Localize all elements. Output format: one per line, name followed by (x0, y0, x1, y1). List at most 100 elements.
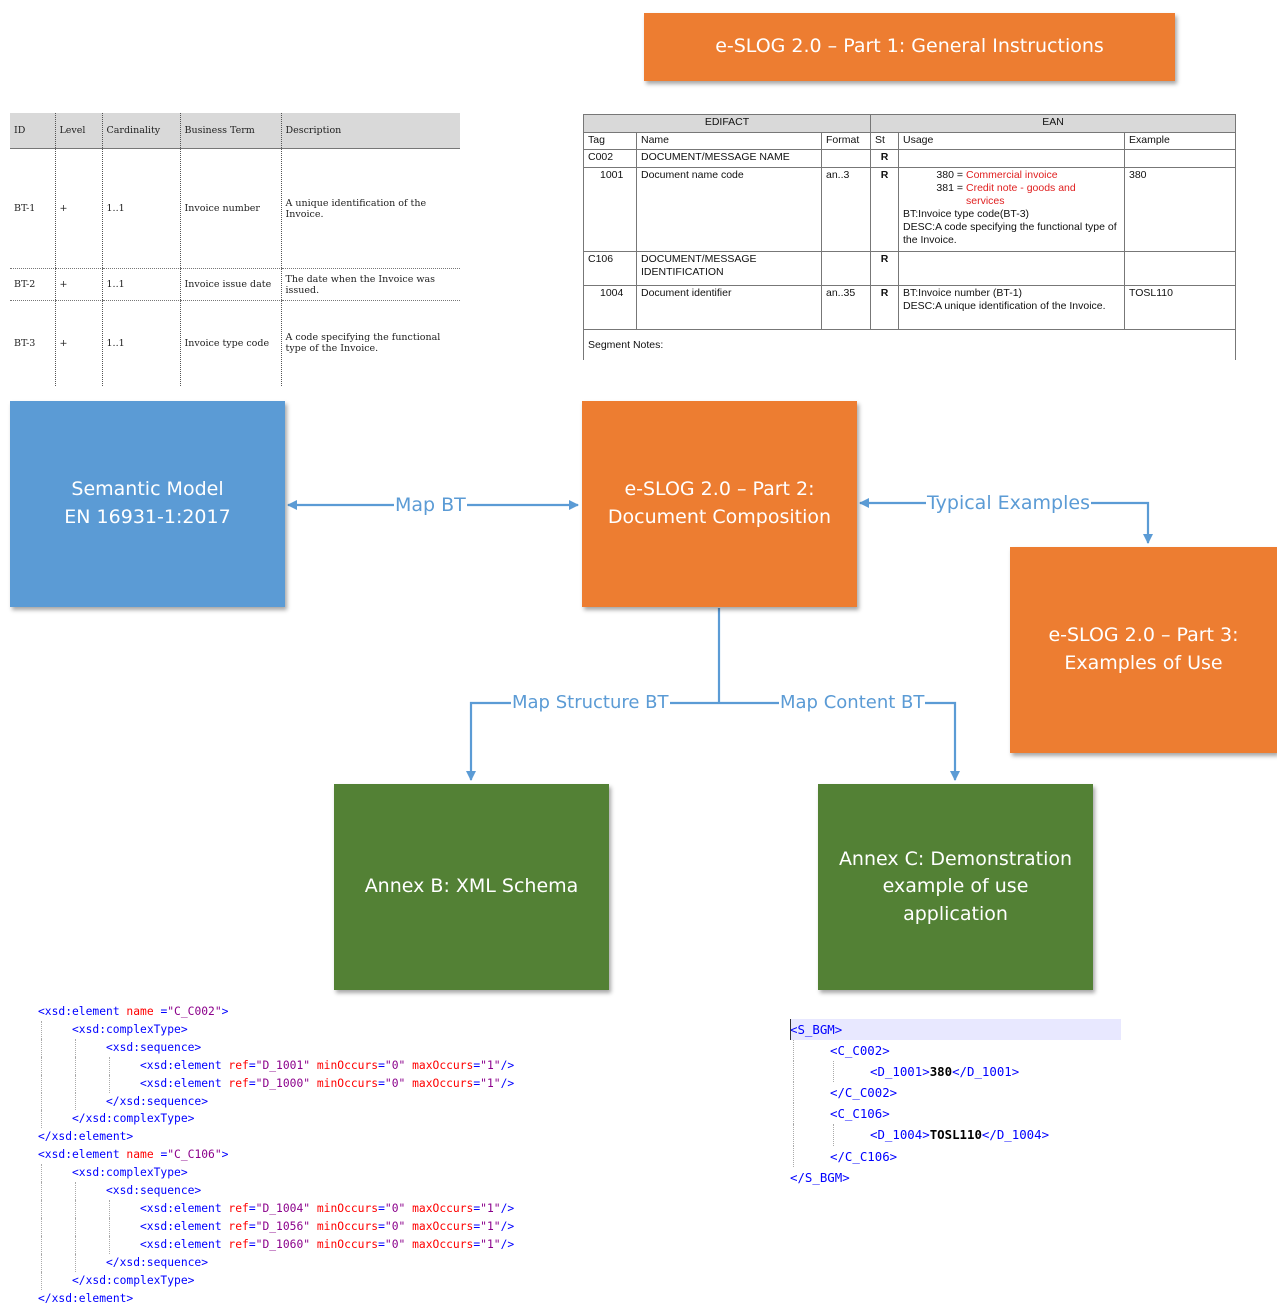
code-token: ref (228, 1077, 248, 1090)
code-line: <xsd:element ref="D_1056" minOccurs="0" … (38, 1218, 638, 1236)
code-token: /> (501, 1059, 515, 1072)
code-token: /> (501, 1220, 515, 1233)
code-token: > (222, 1148, 229, 1161)
table-cell: Invoice issue date (180, 269, 281, 301)
code-token: "D_1060" (256, 1238, 310, 1251)
code-line: </C_C002> (790, 1082, 1121, 1103)
table-row: 1001 Document name code an..3 R 380 = Co… (584, 168, 1236, 252)
code-token: </C_C002> (830, 1085, 897, 1100)
indent-guide (41, 1272, 42, 1290)
code-line: </xsd:sequence> (38, 1093, 638, 1111)
indent-guide (75, 1218, 76, 1236)
indent-guide (109, 1200, 110, 1218)
xsd-code-block: <xsd:element name ="C_C002"><xsd:complex… (38, 1003, 638, 1307)
usage-cell: BT:Invoice number (BT-1) DESC:A unique i… (899, 286, 1125, 330)
code-token: minOccurs (317, 1059, 378, 1072)
code-token: /> (501, 1238, 515, 1251)
usage-desc: DESC:A code specifying the functional ty… (903, 221, 1120, 247)
table-cell: The date when the Invoice was issued. (281, 269, 460, 301)
table-cell: BT-1 (10, 149, 55, 269)
indent-guide (41, 1164, 42, 1182)
table-cell: 1..1 (102, 149, 180, 269)
xml-code-block: <S_BGM><C_C002><D_1001>380</D_1001></C_C… (790, 1019, 1121, 1188)
code-token: 380 (930, 1064, 952, 1079)
code-line: </xsd:complexType> (38, 1272, 638, 1290)
semantic-model-label: Semantic Model EN 16931-1:2017 (64, 476, 230, 531)
code-line: <D_1004>TOSL110</D_1004> (790, 1124, 1121, 1145)
table-row: BT-3 + 1..1 Invoice type code A code spe… (10, 301, 460, 386)
usage-cell (899, 252, 1125, 286)
code-token (310, 1077, 317, 1090)
indent-guide (75, 1039, 76, 1057)
table-header-row: Tag Name Format St Usage Example (584, 133, 1236, 150)
code-token: = (249, 1238, 256, 1251)
code-token: </xsd:complexType> (72, 1274, 194, 1287)
code-value: 381 = (903, 182, 966, 208)
code-token: /> (501, 1202, 515, 1215)
code-token: <xsd:element (140, 1077, 228, 1090)
code-token: <C_C106> (830, 1106, 890, 1121)
indent-guide (793, 1082, 794, 1103)
code-line: <D_1001>380</D_1001> (790, 1061, 1121, 1082)
code-token: "0" (385, 1059, 405, 1072)
code-token: <xsd:element (140, 1220, 228, 1233)
group-header-row: EDIFACT EAN (584, 115, 1236, 133)
column-header: Business Term (180, 113, 281, 149)
example-cell (1125, 150, 1236, 168)
code-line: <xsd:sequence> (38, 1039, 638, 1057)
status-cell: R (871, 252, 899, 286)
code-token: </C_C106> (830, 1149, 897, 1164)
code-token: <D_1004> (870, 1127, 930, 1142)
document-composition-box: e-SLOG 2.0 – Part 2: Document Compositio… (582, 401, 857, 607)
indent-guide (75, 1254, 76, 1272)
indent-guide (41, 1236, 42, 1254)
tag-cell: C002 (584, 150, 637, 168)
code-token: = (154, 1005, 168, 1018)
code-token: TOSL110 (930, 1127, 982, 1142)
table-row: BT-2 + 1..1 Invoice issue date The date … (10, 269, 460, 301)
code-token: ref (228, 1238, 248, 1251)
edifact-table: EDIFACT EAN Tag Name Format St Usage Exa… (583, 114, 1236, 360)
indent-guide (793, 1146, 794, 1167)
indent-guide (75, 1236, 76, 1254)
code-description: Commercial invoice (966, 169, 1058, 182)
code-token: name (126, 1005, 153, 1018)
table-cell: BT-2 (10, 269, 55, 301)
column-header: Format (822, 133, 871, 150)
code-token: <xsd:element (140, 1059, 228, 1072)
indent-guide (41, 1110, 42, 1128)
map-bt-label: Map BT (394, 494, 467, 516)
tag-cell: 1004 (584, 286, 637, 330)
code-token: = (249, 1059, 256, 1072)
typical-examples-label: Typical Examples (926, 492, 1091, 514)
code-entry: 380 = Commercial invoice (903, 169, 1120, 182)
code-token: maxOccurs (412, 1059, 473, 1072)
code-token: ref (228, 1059, 248, 1072)
code-token: = (378, 1077, 385, 1090)
code-token (310, 1059, 317, 1072)
usage-bt: BT:Invoice type code(BT-3) (903, 208, 1120, 221)
code-token: maxOccurs (412, 1220, 473, 1233)
general-instructions-box: e-SLOG 2.0 – Part 1: General Instruction… (644, 13, 1175, 81)
code-token: = (249, 1202, 256, 1215)
code-token: > (222, 1005, 229, 1018)
indent-guide (793, 1040, 794, 1061)
code-token: "0" (385, 1220, 405, 1233)
code-token: "D_1001" (256, 1059, 310, 1072)
map-content-arrow (719, 703, 955, 780)
code-line: <S_BGM> (790, 1019, 1121, 1040)
column-header: Example (1125, 133, 1236, 150)
indent-guide (41, 1093, 42, 1111)
column-header: St (871, 133, 899, 150)
code-line: </xsd:complexType> (38, 1110, 638, 1128)
code-entry: 381 = Credit note - goods and services (903, 182, 1120, 208)
code-line: <xsd:sequence> (38, 1182, 638, 1200)
indent-guide (75, 1200, 76, 1218)
code-token: <xsd:element (38, 1148, 126, 1161)
indent-guide (793, 1103, 794, 1124)
name-cell: Document name code (637, 168, 822, 252)
demonstration-box: Annex C: Demonstration example of use ap… (818, 784, 1093, 990)
column-header: ID (10, 113, 55, 149)
code-token: = (378, 1238, 385, 1251)
indent-guide (109, 1218, 110, 1236)
